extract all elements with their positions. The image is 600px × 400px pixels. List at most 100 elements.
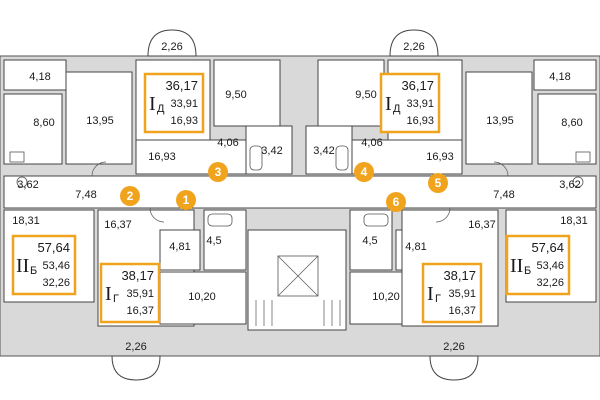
svg-text:32,26: 32,26 xyxy=(42,277,70,289)
svg-text:5: 5 xyxy=(435,176,442,190)
svg-text:57,64: 57,64 xyxy=(531,240,564,255)
area-362-left: 3,62 xyxy=(17,179,38,191)
apartment-box-ig-left: 38,17 I Г 35,91 16,37 xyxy=(99,262,161,324)
apartment-marker-4[interactable]: 4 xyxy=(354,162,374,182)
room-860-left xyxy=(3,93,63,165)
room-418-right xyxy=(533,59,597,91)
svg-text:II: II xyxy=(510,255,523,277)
toilet-left xyxy=(16,176,28,188)
area-418-left: 4,18 xyxy=(29,71,50,83)
bathtub-left-top xyxy=(249,145,263,171)
toilet-right xyxy=(572,176,584,188)
svg-text:Г: Г xyxy=(435,293,441,305)
svg-text:53,46: 53,46 xyxy=(42,260,70,272)
apartment-marker-5[interactable]: 5 xyxy=(428,173,448,193)
balcony-bottom-left xyxy=(111,355,161,381)
svg-text:4: 4 xyxy=(361,165,368,179)
svg-text:38,17: 38,17 xyxy=(443,268,476,283)
area-860-left: 8,60 xyxy=(33,117,54,129)
area-860-right: 8,60 xyxy=(561,117,582,129)
room-950-right xyxy=(317,59,385,127)
room-481-left xyxy=(159,229,201,271)
area-406-right: 4,06 xyxy=(361,137,382,149)
balcony-bottom-right xyxy=(429,355,479,381)
apartment-box-id-right: 36,17 I Д 33,91 16,93 xyxy=(379,72,441,134)
area-45-left: 4,5 xyxy=(206,235,221,247)
area-362-right: 3,62 xyxy=(559,179,580,191)
svg-text:35,91: 35,91 xyxy=(448,288,476,300)
area-1020-right: 10,20 xyxy=(372,291,400,303)
svg-text:36,17: 36,17 xyxy=(401,78,434,93)
area-748-left: 7,48 xyxy=(75,189,96,201)
area-1395-right: 13,95 xyxy=(486,115,514,127)
area-1637-right: 16,37 xyxy=(468,219,496,231)
svg-text:53,46: 53,46 xyxy=(536,260,564,272)
area-950-left: 9,50 xyxy=(225,89,246,101)
area-balcony-br: 2,26 xyxy=(443,341,464,353)
bathtub-right-top xyxy=(335,145,349,171)
apartment-marker-1[interactable]: 1 xyxy=(176,190,196,210)
area-1693-right: 16,93 xyxy=(426,151,454,163)
svg-text:Б: Б xyxy=(30,265,37,277)
area-balcony-tr: 2,26 xyxy=(403,41,424,53)
svg-text:I: I xyxy=(149,93,156,115)
svg-text:2: 2 xyxy=(127,189,134,203)
apartment-box-iib-right: 57,64 II Б 53,46 32,26 xyxy=(505,234,571,296)
corridor xyxy=(3,175,597,209)
svg-text:I: I xyxy=(105,283,112,305)
svg-text:Д: Д xyxy=(393,103,401,115)
svg-text:3: 3 xyxy=(215,165,222,179)
area-1831-left: 18,31 xyxy=(12,215,40,227)
room-950-left xyxy=(213,59,281,127)
svg-text:1: 1 xyxy=(183,193,190,207)
svg-text:6: 6 xyxy=(393,195,400,209)
svg-text:Д: Д xyxy=(157,103,165,115)
area-1395-left: 13,95 xyxy=(86,115,114,127)
svg-text:16,93: 16,93 xyxy=(406,115,434,127)
area-1637-left: 16,37 xyxy=(104,219,132,231)
apartment-box-iib-left: 57,64 II Б 53,46 32,26 xyxy=(11,234,77,296)
svg-text:33,91: 33,91 xyxy=(170,98,198,110)
room-1395-right xyxy=(465,71,533,165)
sink-left xyxy=(9,151,25,163)
svg-text:Б: Б xyxy=(524,265,531,277)
area-balcony-bl: 2,26 xyxy=(125,341,146,353)
area-1693-left: 16,93 xyxy=(148,151,176,163)
area-748-right: 7,48 xyxy=(493,189,514,201)
svg-text:38,17: 38,17 xyxy=(121,268,154,283)
apartment-box-ig-right: 38,17 I Г 35,91 16,37 xyxy=(421,262,483,324)
svg-text:I: I xyxy=(427,283,434,305)
apartment-box-id-left: 36,17 I Д 33,91 16,93 xyxy=(143,72,205,134)
apartment-marker-2[interactable]: 2 xyxy=(120,186,140,206)
balcony-top-left xyxy=(147,29,197,57)
stair-steps xyxy=(255,300,341,326)
room-1020-left xyxy=(159,271,247,325)
bathtub-right-bottom xyxy=(363,213,389,227)
apartment-marker-3[interactable]: 3 xyxy=(208,162,228,182)
area-481-right: 4,81 xyxy=(405,241,426,253)
svg-text:35,91: 35,91 xyxy=(126,288,154,300)
area-418-right: 4,18 xyxy=(549,71,570,83)
svg-text:32,26: 32,26 xyxy=(536,277,564,289)
hall-1693-left xyxy=(135,139,247,175)
svg-text:Г: Г xyxy=(113,293,119,305)
svg-text:57,64: 57,64 xyxy=(37,240,70,255)
balcony-top-right xyxy=(389,29,439,57)
area-45-right: 4,5 xyxy=(362,235,377,247)
area-406-left: 4,06 xyxy=(217,137,238,149)
area-1831-right: 18,31 xyxy=(560,215,588,227)
svg-text:33,91: 33,91 xyxy=(406,98,434,110)
apartment-marker-6[interactable]: 6 xyxy=(386,192,406,212)
svg-text:I: I xyxy=(385,93,392,115)
area-342-left: 3,42 xyxy=(261,145,282,157)
area-950-right: 9,50 xyxy=(355,89,376,101)
bathtub-left-bottom xyxy=(207,213,233,227)
svg-text:16,37: 16,37 xyxy=(126,305,154,317)
area-481-left: 4,81 xyxy=(169,241,190,253)
area-342-right: 3,42 xyxy=(313,145,334,157)
area-1020-left: 10,20 xyxy=(188,291,216,303)
area-balcony-tl: 2,26 xyxy=(161,41,182,53)
svg-text:16,93: 16,93 xyxy=(170,115,198,127)
svg-text:36,17: 36,17 xyxy=(165,78,198,93)
